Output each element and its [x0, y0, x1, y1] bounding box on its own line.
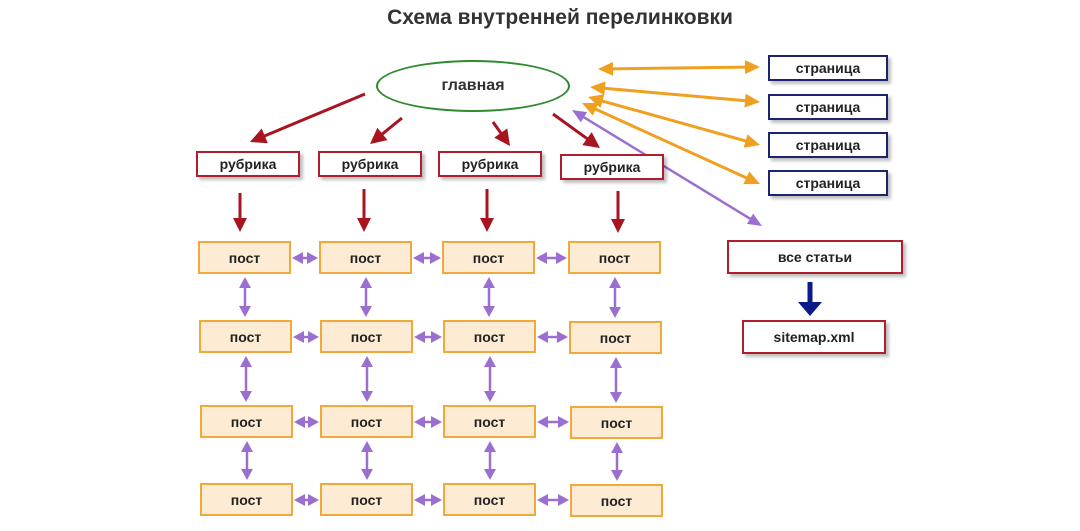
post-link-arrow [537, 494, 569, 506]
home-to-rubric-arrow [552, 112, 600, 148]
post-link-arrow [241, 441, 253, 480]
post-node: пост [200, 405, 293, 438]
home-page-link-arrow [588, 94, 760, 148]
post-link-arrow [239, 277, 251, 317]
page-node-3: страница [768, 132, 888, 158]
post-node: пост [443, 405, 536, 438]
post-node: пост [320, 320, 413, 353]
post-link-arrow [292, 252, 318, 264]
post-link-arrow [609, 277, 621, 318]
post-link-arrow [610, 357, 622, 403]
post-link-arrow [360, 277, 372, 317]
post-node: пост [198, 241, 291, 274]
post-node: пост [568, 241, 661, 274]
home-page-link-arrow [598, 60, 760, 76]
post-link-arrow [361, 356, 373, 402]
post-node: пост [570, 406, 663, 439]
post-link-arrow [414, 331, 442, 343]
post-node: пост [443, 483, 536, 516]
home-to-rubric-arrow [250, 92, 366, 144]
post-node: пост [443, 320, 536, 353]
rubric-to-post-arrow [480, 189, 494, 232]
post-node: пост [570, 484, 663, 517]
rubric-node-4: рубрика [560, 154, 664, 180]
post-node: пост [320, 483, 413, 516]
rubric-to-post-arrow [233, 193, 247, 232]
post-node: пост [569, 321, 662, 354]
post-node: пост [319, 241, 412, 274]
post-node: пост [320, 405, 413, 438]
post-link-arrow [483, 277, 495, 317]
post-link-arrow [611, 442, 623, 481]
rubric-node-2: рубрика [318, 151, 422, 177]
post-link-arrow [537, 331, 568, 343]
page-node-2: страница [768, 94, 888, 120]
all-articles-node: все статьи [727, 240, 903, 274]
post-link-arrow [293, 331, 319, 343]
post-node: пост [200, 483, 293, 516]
home-to-rubric-arrow [491, 121, 510, 146]
all-articles-to-sitemap-arrow [798, 282, 822, 316]
rubric-to-post-arrow [611, 191, 625, 233]
post-link-arrow [361, 441, 373, 480]
post-link-arrow [294, 416, 319, 428]
post-link-arrow [414, 416, 442, 428]
post-link-arrow [536, 252, 567, 264]
sitemap-node: sitemap.xml [742, 320, 886, 354]
post-node: пост [199, 320, 292, 353]
post-link-arrow [413, 252, 441, 264]
post-link-arrow [240, 356, 252, 402]
home-node: главная [376, 60, 570, 112]
post-link-arrow [537, 416, 569, 428]
rubric-node-3: рубрика [438, 151, 542, 177]
post-link-arrow [294, 494, 319, 506]
post-link-arrow [484, 441, 496, 480]
diagram-title: Схема внутренней перелинковки [387, 6, 733, 29]
page-node-1: страница [768, 55, 888, 81]
post-node: пост [442, 241, 535, 274]
page-node-4: страница [768, 170, 888, 196]
home-page-link-arrow [582, 102, 760, 185]
home-page-link-arrow [590, 81, 760, 108]
rubric-node-1: рубрика [196, 151, 300, 177]
post-link-arrow [414, 494, 442, 506]
home-all-articles-arrow [572, 110, 762, 226]
home-to-rubric-arrow [370, 116, 403, 144]
rubric-to-post-arrow [357, 189, 371, 232]
post-link-arrow [484, 356, 496, 402]
